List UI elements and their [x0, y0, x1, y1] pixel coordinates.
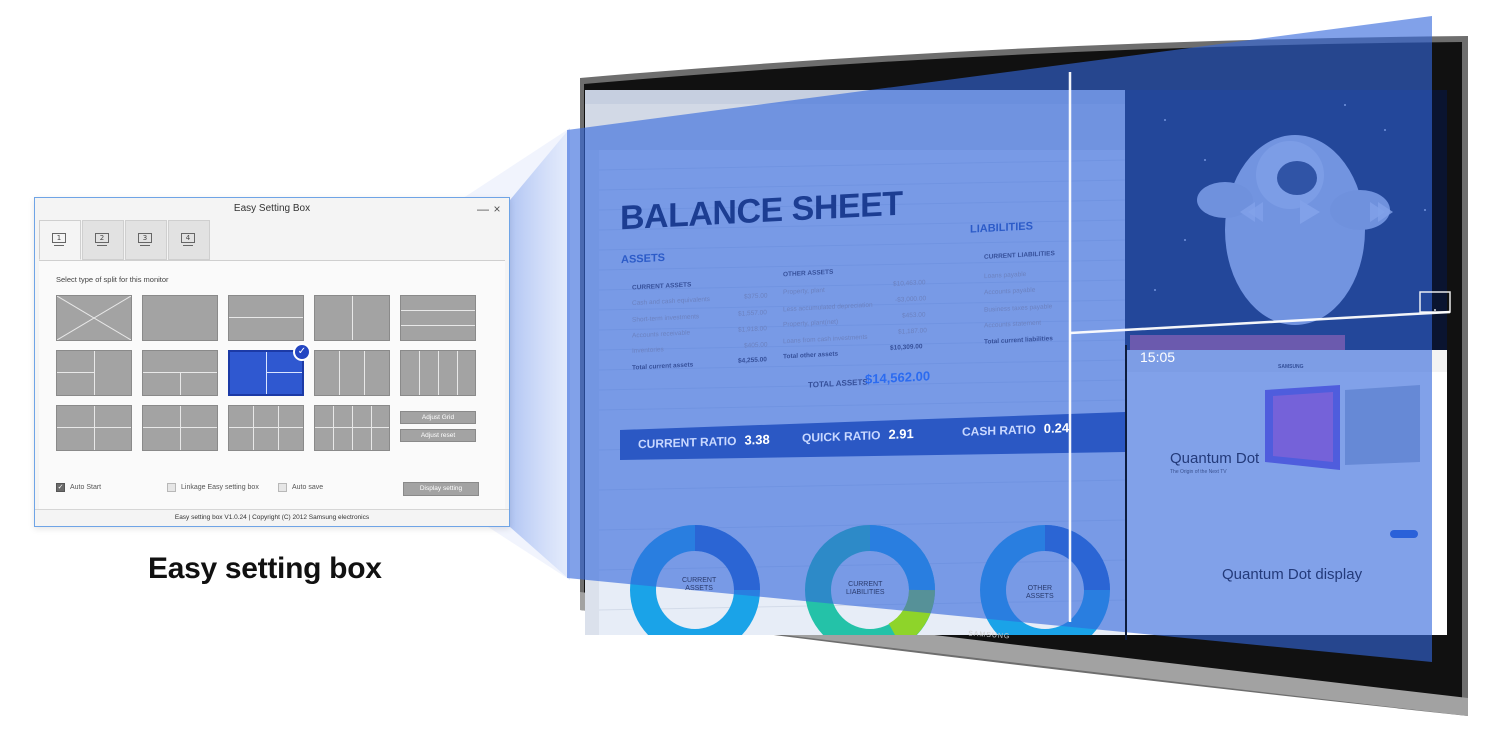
layout-option-six-grid[interactable] — [228, 405, 304, 451]
window-title: Easy Setting Box — [233, 203, 311, 214]
layout-option-three-columns[interactable] — [314, 350, 390, 396]
table-cell-value: $1,187.00 — [898, 327, 927, 336]
easy-setting-box-window: Easy Setting Box — × 1 2 3 4 Select type… — [34, 197, 510, 527]
quick-ratio: QUICK RATIO 2.91 — [802, 426, 914, 445]
display-setting-button[interactable]: Display setting — [403, 482, 479, 496]
split-type-label: Select type of split for this monitor — [56, 275, 169, 284]
assets-heading: ASSETS — [621, 251, 666, 267]
monitor-number: 1 — [52, 233, 66, 243]
window-footer: Easy setting box V1.0.24 | Copyright (C)… — [35, 509, 509, 526]
layout-option-right-split-selected[interactable]: ✓ — [228, 343, 311, 396]
auto-start-checkbox[interactable]: ✓ — [56, 483, 65, 492]
adjust-grid-button[interactable]: Adjust Grid — [400, 411, 476, 424]
screen-contents — [585, 90, 1447, 635]
web-brand: SAMSUNG — [1278, 364, 1304, 370]
tab-monitor-3[interactable]: 3 — [125, 220, 167, 260]
donut-label-line: CURRENT — [848, 581, 883, 588]
window-title-bar: Easy Setting Box — × — [35, 198, 509, 220]
auto-start-option[interactable]: ✓ Auto Start — [56, 483, 101, 492]
options-row: ✓ Auto Start Linkage Easy setting box Au… — [56, 482, 480, 497]
ratio-banner: CURRENT RATIO 3.38 QUICK RATIO 2.91 CASH R… — [620, 408, 1125, 458]
monitor-icon: 3 — [138, 233, 154, 247]
donut-label-line: ASSETS — [1026, 593, 1054, 600]
table-cell-value: $453.00 — [902, 311, 926, 320]
linkage-checkbox[interactable] — [167, 483, 176, 492]
layout-option-left-split[interactable] — [56, 350, 132, 396]
web-section-title: Quantum Dot display — [1222, 566, 1363, 583]
monitor-icon: 2 — [95, 233, 111, 247]
tab-monitor-2[interactable]: 2 — [82, 220, 124, 260]
table-cell-value: $405.00 — [744, 341, 768, 350]
donut-label-other-assets: OTHER ASSETS — [1026, 585, 1054, 601]
table-cell-value: $375.00 — [744, 292, 768, 301]
tab-monitor-4[interactable]: 4 — [168, 220, 210, 260]
layout-option-quad-alt[interactable] — [142, 405, 218, 451]
auto-start-label: Auto Start — [70, 484, 102, 491]
donut-label-line: LIABILITIES — [846, 589, 885, 596]
donut-label-line: ASSETS — [685, 585, 713, 592]
table-cell-value: $1,918.00 — [738, 325, 767, 334]
layout-option-top-bottom[interactable] — [228, 295, 304, 341]
layout-option-three-rows[interactable] — [400, 295, 476, 341]
donut-label-line: CURRENT — [682, 577, 717, 584]
monitor-number: 2 — [95, 233, 109, 243]
ratio-label: QUICK RATIO — [802, 428, 881, 445]
table-cell-value: $4,255.00 — [738, 356, 767, 365]
ratio-label: CURRENT RATIO — [638, 433, 737, 452]
linkage-option[interactable]: Linkage Easy setting box — [167, 483, 259, 492]
caption: Easy setting box — [148, 552, 382, 585]
no-split-icon — [57, 296, 131, 340]
auto-save-option[interactable]: Auto save — [278, 483, 323, 492]
layout-option-left-right[interactable] — [314, 295, 390, 341]
monitor-screen — [585, 90, 1447, 635]
split-settings-panel: Select type of split for this monitor — [39, 260, 505, 511]
web-subline: The Origin of the Next TV — [1170, 469, 1227, 475]
donut-label-current-liabilities: CURRENT LIABILITIES — [846, 581, 885, 597]
layout-option-single[interactable] — [142, 295, 218, 341]
ratio-value: 3.38 — [744, 431, 770, 448]
web-headline: Quantum Dot — [1170, 450, 1260, 467]
layout-option-bottom-split[interactable] — [142, 350, 218, 396]
layout-option-eight-grid[interactable] — [314, 405, 390, 451]
auto-save-label: Auto save — [292, 484, 324, 491]
checkmark-icon: ✓ — [293, 343, 311, 361]
monitor-number: 3 — [138, 233, 152, 243]
monitor-tabs: 1 2 3 4 — [39, 220, 211, 260]
layout-option-full[interactable] — [56, 295, 132, 341]
ratio-label: CASH RATIO — [962, 422, 1036, 439]
close-button[interactable]: × — [493, 202, 501, 216]
auto-save-checkbox[interactable] — [278, 483, 287, 492]
donut-label-current-assets: CURRENT ASSETS — [682, 577, 716, 593]
layout-option-four-columns[interactable] — [400, 350, 476, 396]
minimize-button[interactable]: — — [477, 202, 489, 216]
current-ratio: CURRENT RATIO 3.38 — [638, 432, 770, 452]
table-cell-value: $1,557.00 — [738, 309, 767, 318]
monitor-icon: 4 — [181, 233, 197, 247]
monitor-number: 4 — [181, 233, 195, 243]
layout-grid: ✓ — [56, 295, 480, 455]
tab-monitor-1[interactable]: 1 — [39, 220, 81, 260]
cash-ratio: CASH RATIO 0.24 — [962, 420, 1069, 439]
linkage-label: Linkage Easy setting box — [181, 484, 259, 491]
layout-option-quad[interactable] — [56, 405, 132, 451]
ratio-value: 0.24 — [1043, 420, 1070, 437]
video-timestamp: 15:05 — [1140, 349, 1176, 365]
monitor-icon: 1 — [52, 233, 68, 247]
donut-label-line: OTHER — [1027, 585, 1053, 592]
ratio-value: 2.91 — [888, 426, 914, 442]
adjust-reset-button[interactable]: Adjust reset — [400, 429, 476, 442]
